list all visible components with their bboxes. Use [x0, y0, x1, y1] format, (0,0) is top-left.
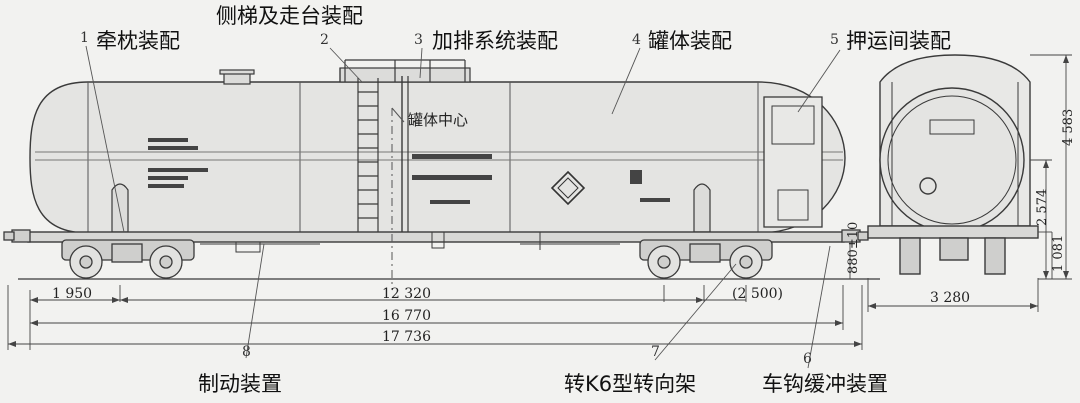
ladder [357, 78, 379, 238]
label-draft-bolster: 牵枕装配 [96, 29, 180, 53]
part-number-6: 6 [803, 351, 812, 367]
end-dimension-lines [842, 54, 1072, 312]
label-tank-assembly: 罐体装配 [648, 29, 732, 53]
dim-bogie-center: 12 320 [382, 286, 431, 302]
end-view-posts [891, 82, 1019, 226]
part-number-4: 4 [632, 32, 641, 48]
dim-coupler-height: 880±10 [846, 221, 861, 274]
dimension-arrows [8, 297, 862, 347]
part-number-3: 3 [414, 32, 423, 48]
label-loading-system: 加排系统装配 [432, 29, 558, 53]
dim-over-couplers: 17 736 [382, 329, 431, 345]
bogie-left [61, 239, 195, 279]
manhole [219, 69, 255, 85]
label-ladder-walkway: 侧梯及走台装配 [216, 4, 363, 28]
label-coupler-draft-gear: 车钩缓冲装置 [762, 372, 888, 396]
part-number-2: 2 [320, 32, 329, 48]
part-number-1: 1 [80, 30, 89, 46]
dim-over-frame: 16 770 [382, 308, 431, 324]
walkway [339, 59, 471, 232]
dim-height-total: 4 583 [1061, 108, 1076, 146]
dim-height-frame: 1 081 [1051, 234, 1066, 272]
label-escort-cabin: 押运间装配 [846, 29, 951, 53]
bogie-right [639, 239, 773, 279]
saddles [111, 183, 711, 233]
tank-seams [35, 82, 843, 233]
brake-pipes [200, 231, 620, 253]
part-number-7: 7 [651, 344, 660, 360]
dim-overhang: 1 950 [52, 286, 93, 302]
end-dimension-arrows [868, 55, 1069, 309]
tank-markings [148, 138, 670, 204]
escort-cabin [763, 96, 823, 228]
dim-height-tank-center: 2 574 [1035, 188, 1050, 226]
part-number-8: 8 [242, 344, 251, 360]
tank-center-label: 罐体中心 [408, 111, 469, 129]
dim-wheelbase: (2 500) [732, 286, 784, 302]
end-view [867, 54, 1039, 275]
label-brake-system: 制动装置 [198, 372, 282, 396]
dimension-lines [7, 285, 863, 350]
hazard-diamond [550, 170, 586, 206]
dim-end-width: 3 280 [930, 290, 971, 306]
label-k6-bogie: 转K6型转向架 [564, 372, 697, 396]
part-number-5: 5 [830, 32, 839, 48]
